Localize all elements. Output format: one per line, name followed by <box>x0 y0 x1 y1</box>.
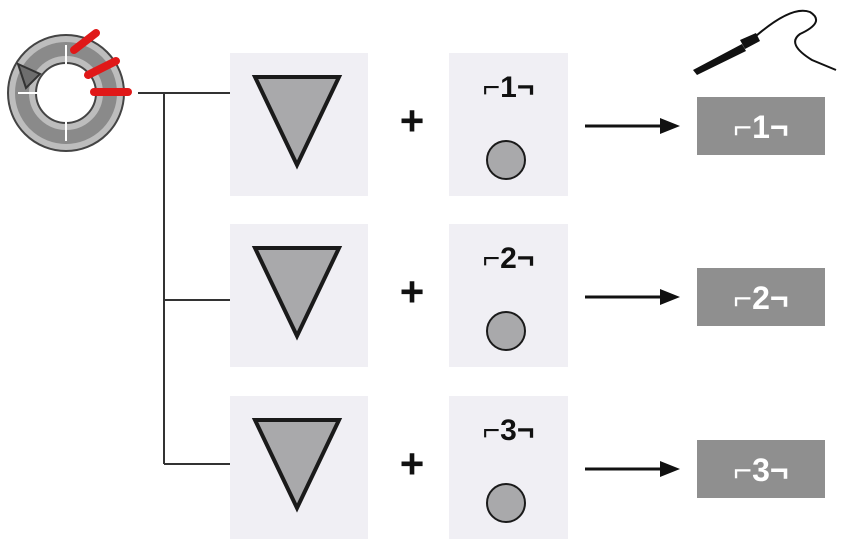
result-slot-1: ⌐1¬ <box>697 97 825 155</box>
result-label: ⌐3¬ <box>733 452 789 488</box>
result-slot-3: ⌐3¬ <box>697 440 825 498</box>
triangle-button-1[interactable] <box>230 53 368 196</box>
result-label: ⌐2¬ <box>733 280 789 316</box>
triangle-button-2[interactable] <box>230 224 368 367</box>
result-slot-2: ⌐2¬ <box>697 268 825 326</box>
memory-slot-icon <box>486 311 526 351</box>
row-arrow <box>585 289 680 305</box>
memory-slot-1[interactable]: ⌐1¬ <box>449 53 568 196</box>
plus-sign: + <box>399 268 425 315</box>
memory-slot-icon <box>486 140 526 180</box>
row-arrow <box>585 461 680 477</box>
rotation-cycle-icon <box>7 29 132 152</box>
plus-sign: + <box>399 440 425 487</box>
memory-label: ⌐3¬ <box>482 414 535 447</box>
memory-slot-2[interactable]: ⌐2¬ <box>449 224 568 367</box>
plus-sign: + <box>399 97 425 144</box>
triangle-down-icon <box>251 418 343 513</box>
row-arrow <box>585 118 680 134</box>
memory-slot-3[interactable]: ⌐3¬ <box>449 396 568 539</box>
memory-label: ⌐1¬ <box>482 71 535 104</box>
triangle-down-icon <box>251 75 343 170</box>
memory-label: ⌐2¬ <box>482 242 535 275</box>
triangle-button-3[interactable] <box>230 396 368 539</box>
tree-connector <box>138 92 230 465</box>
triangle-down-icon <box>251 246 343 341</box>
result-label: ⌐1¬ <box>733 109 789 145</box>
pen-probe-icon <box>693 9 837 75</box>
memory-slot-icon <box>486 483 526 523</box>
